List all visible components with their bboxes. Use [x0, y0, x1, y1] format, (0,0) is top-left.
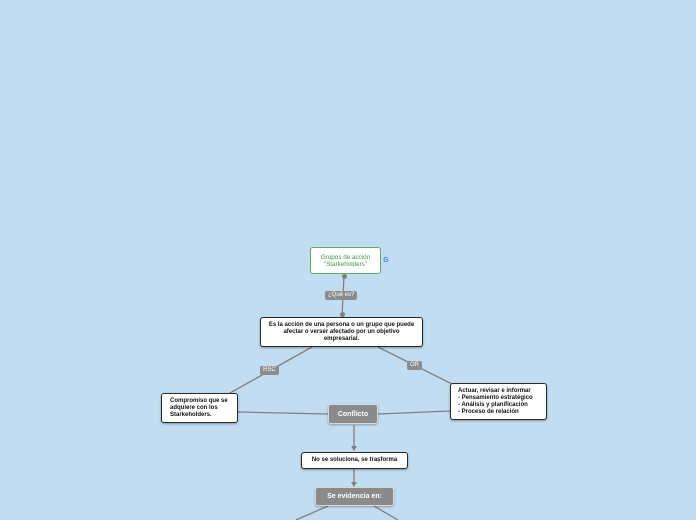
compromiso-node[interactable]: Compromiso que se adquiere con los Stark… — [161, 393, 238, 423]
root-connector-dot — [341, 273, 347, 279]
actuar-node[interactable]: Actuar, revisar e informar - Pensamiento… — [450, 383, 547, 420]
google-icon[interactable]: G — [383, 257, 389, 264]
link-evidencia-left — [295, 505, 329, 520]
label-rsc[interactable]: RSC — [260, 366, 279, 375]
label-que-es-text: ¿Qué es? — [328, 292, 355, 298]
actuar-line-1: Actuar, revisar e informar — [458, 387, 531, 394]
no-soluciona-node-text: No se soluciona, se trasforma — [311, 457, 398, 463]
link-conflicto-actuar — [377, 410, 451, 415]
link-evidencia-right — [373, 505, 399, 520]
conflicto-node-text: Conflicto — [337, 410, 369, 418]
actuar-line-2: - Pensamiento estratégico — [458, 394, 533, 401]
label-que-es[interactable]: ¿Qué es? — [325, 291, 358, 300]
no-soluciona-node[interactable]: No se soluciona, se trasforma — [301, 452, 408, 469]
actuar-line-3: - Análisis y planificación — [458, 401, 528, 408]
se-evidencia-node[interactable]: Se evidencia en: — [315, 487, 394, 506]
label-or-text: OR — [410, 362, 419, 368]
arrowhead-conflicto — [351, 446, 357, 451]
se-evidencia-node-text: Se evidencia en: — [327, 493, 382, 500]
link-compromiso-conflicto — [237, 411, 329, 415]
definition-node[interactable]: Es la acción de una persona o un grupo q… — [260, 317, 423, 347]
actuar-node-lines: Actuar, revisar e informar - Pensamiento… — [458, 388, 533, 416]
actuar-line-4: - Proceso de relación — [458, 408, 519, 415]
root-node-text: Grupos de acción "Starkeholders" — [320, 253, 371, 268]
definition-node-text: Es la acción de una persona o un grupo q… — [268, 321, 415, 342]
conflicto-node[interactable]: Conflicto — [328, 404, 378, 424]
label-rsc-text: RSC — [263, 367, 276, 373]
definition-connector-dot — [339, 311, 345, 317]
compromiso-node-text: Compromiso que se adquiere con los Stark… — [170, 397, 228, 418]
root-node-grupos-de-accion[interactable]: Grupos de acción "Starkeholders" — [310, 247, 381, 274]
label-or[interactable]: OR — [407, 361, 422, 370]
arrowhead-nosoluciona — [351, 482, 357, 487]
